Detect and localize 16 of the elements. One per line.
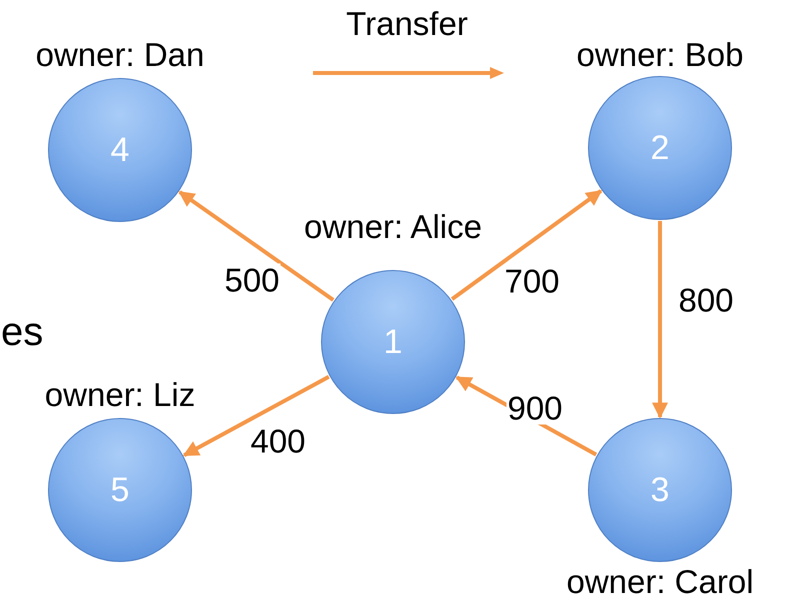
owner-label: owner: Carol (566, 565, 754, 598)
owner-label: owner: Alice (304, 210, 482, 243)
arrow (182, 375, 330, 457)
arrow (178, 190, 334, 302)
arrow (450, 189, 602, 301)
node-circle: 3 (588, 418, 732, 562)
owner-label: owner: Liz (44, 378, 196, 411)
node-circle: 5 (48, 418, 192, 562)
owner-label: owner: Dan (36, 38, 204, 71)
text-label: es (1, 312, 44, 352)
node-circle: 2 (588, 76, 732, 220)
legend-label: Transfer (346, 7, 468, 40)
node-circle: 4 (48, 78, 192, 222)
node-circle: 1 (321, 270, 465, 414)
arrow (652, 221, 668, 419)
owner-label: owner: Bob (576, 38, 744, 71)
